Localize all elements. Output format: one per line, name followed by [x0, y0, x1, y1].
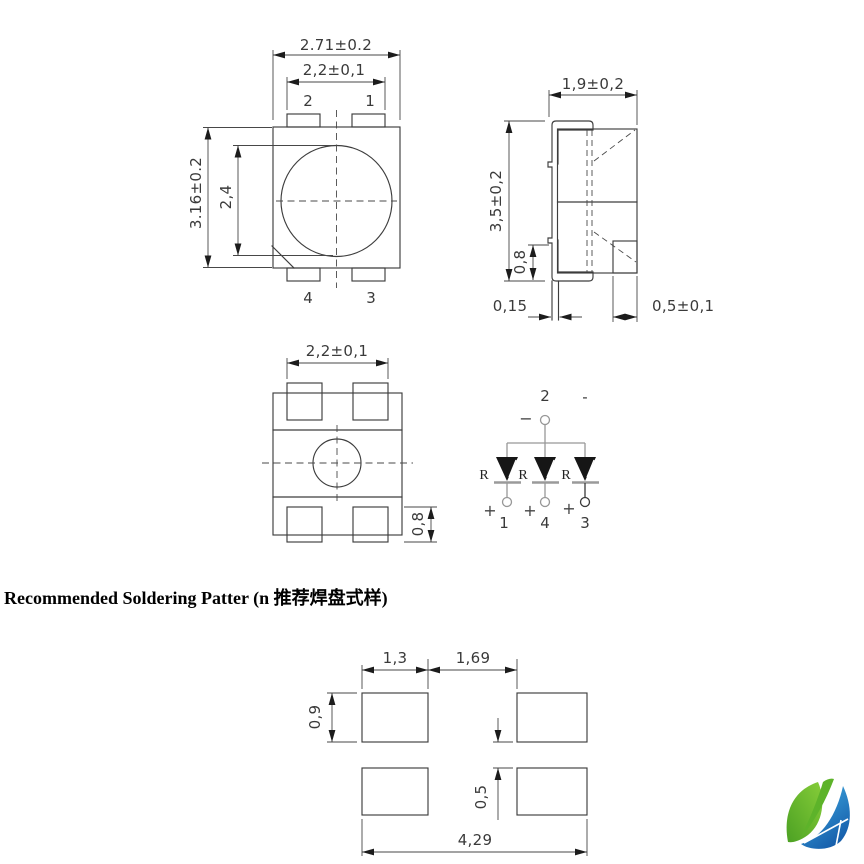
dim-label: 0,5±0,1 — [652, 297, 714, 315]
dim-body-height: 3.16±0.2 — [187, 127, 272, 268]
dim-label: 0,8 — [511, 250, 529, 275]
dim-pad-span: 2,2±0,1 — [286, 342, 389, 379]
j-lead-outline — [547, 120, 594, 282]
dim-label: 0,15 — [493, 297, 528, 315]
dim-label: 0,9 — [306, 705, 324, 730]
diode-branch-1: R + 1 — [479, 443, 521, 532]
plus-sign: + — [562, 499, 575, 518]
dim-pad-width: 1,3 — [361, 649, 429, 689]
pin-number-3: 3 — [366, 289, 376, 307]
j-lead-inner-top — [557, 129, 594, 165]
dim-label: 1,9±0,2 — [562, 75, 624, 93]
dim-pad-gap: 1,69 — [427, 649, 518, 689]
solder-pad-bottom-right — [516, 767, 588, 816]
dim-label: 2,2±0,1 — [306, 342, 368, 360]
color-label: R — [518, 468, 528, 483]
dim-total-width: 4,29 — [361, 819, 588, 856]
company-logo — [786, 778, 850, 852]
common-terminal — [539, 414, 551, 426]
dim-pad-width: 0,5±0,1 — [612, 276, 714, 322]
body-profile — [556, 128, 638, 274]
pad-top-right — [352, 382, 389, 421]
diode-highlight — [508, 459, 517, 478]
pin-label: 1 — [499, 514, 509, 532]
diode-branch-3: R + 3 — [561, 443, 599, 532]
pad-bottom-left — [286, 267, 321, 282]
diode-branch-2: R + 4 — [518, 443, 559, 532]
dim-lead-foot: 0,8 — [511, 244, 549, 281]
diode-highlight — [586, 459, 595, 478]
dim-pad-height: 0,8 — [404, 506, 437, 543]
circuit-schematic: 2 - − R + 1 R + 4 — [479, 387, 599, 532]
dim-label: 2,4 — [217, 185, 235, 210]
common-pin-label: 2 — [540, 387, 550, 405]
dim-label: 0,8 — [409, 512, 427, 537]
pad-top-right — [351, 113, 386, 128]
color-label: R — [561, 468, 571, 483]
pin-number-2: 2 — [303, 92, 313, 110]
dim-label: 2.71±0.2 — [300, 36, 372, 54]
polarity-chamfer — [271, 245, 295, 269]
side-view: 1,9±0,2 3,5±0,2 0,8 0,15 0,5±0,1 — [487, 75, 714, 322]
pin-number-4: 4 — [303, 289, 313, 307]
plus-sign: + — [523, 501, 536, 520]
dim-height: 3,5±0,2 — [487, 120, 545, 282]
j-lead-inner-bottom — [557, 239, 594, 273]
dim-label: 2,2±0,1 — [303, 61, 365, 79]
pin-label: 3 — [580, 514, 590, 532]
dim-label: 0,5 — [472, 785, 490, 810]
soldering-pattern-title: Recommended Soldering Patter (n 推荐焊盘式样) — [4, 587, 388, 609]
top-dash: - — [582, 388, 587, 406]
dim-body-width: 2.71±0.2 — [272, 36, 401, 120]
logo-sail-ray — [834, 819, 842, 852]
logo-leaf-blade — [800, 778, 834, 839]
dim-label: 3,5±0,2 — [487, 170, 505, 232]
front-view: 2.71±0.2 2,2±0,1 3.16±0.2 2,4 2 1 4 3 — [187, 36, 401, 307]
pad-bottom-right — [352, 506, 389, 543]
pad-bottom-right — [351, 267, 386, 282]
bottom-view: 2,2±0,1 0,8 — [262, 342, 437, 543]
pad-top-left — [286, 382, 323, 421]
anode-terminal — [501, 496, 513, 508]
logo-leaf-shape — [786, 782, 823, 843]
dim-label: 1,69 — [456, 649, 491, 667]
pin-label: 4 — [540, 514, 550, 532]
dim-pad-span: 2,2±0,1 — [286, 61, 386, 110]
lead-pad-section — [612, 240, 638, 274]
color-label: R — [479, 468, 489, 483]
solder-pad-bottom-left — [361, 767, 429, 816]
pad-bottom-left — [286, 506, 323, 543]
minus-sign: − — [519, 409, 532, 428]
anode-terminal — [539, 496, 551, 508]
package-body — [272, 392, 403, 536]
pin-number-1: 1 — [365, 92, 375, 110]
hidden-diagonal-bottom — [593, 231, 637, 263]
diode-highlight — [546, 459, 555, 478]
anode-terminal — [579, 496, 591, 508]
dim-lens-diameter: 2,4 — [217, 145, 333, 256]
led-diode-symbol — [574, 457, 596, 481]
solder-pattern: 1,3 1,69 0,9 0,5 4,29 — [306, 649, 588, 856]
dim-label: 1,3 — [383, 649, 408, 667]
plus-sign: + — [483, 501, 496, 520]
led-diode-symbol — [534, 457, 556, 481]
dim-row-gap: 0,5 — [472, 718, 513, 820]
hidden-diagonal-top — [593, 129, 636, 162]
solder-pad-top-left — [361, 692, 429, 743]
dim-depth: 1,9±0,2 — [548, 75, 638, 125]
dim-pad-height: 0,9 — [306, 692, 357, 743]
solder-pad-top-right — [516, 692, 588, 743]
led-diode-symbol — [496, 457, 518, 481]
pad-top-left — [286, 113, 321, 128]
dim-label: 3.16±0.2 — [187, 157, 205, 229]
dim-lead-thickness: 0,15 — [493, 297, 582, 321]
dim-label: 4,29 — [458, 831, 493, 849]
